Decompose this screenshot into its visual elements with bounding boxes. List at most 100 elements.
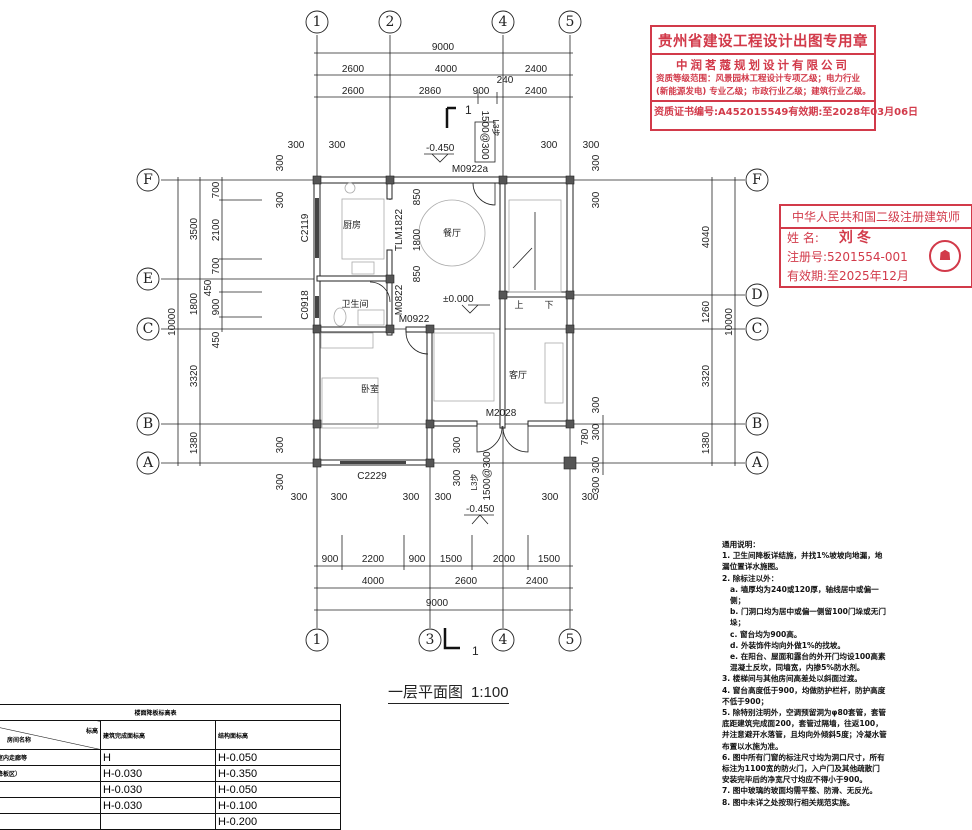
cell-room: 阳台 [0, 797, 101, 814]
dim-col: 300 [288, 140, 305, 151]
dim-col: 300 [452, 436, 463, 453]
stamp-header: 中华人民共和国二级注册建筑师 [781, 206, 971, 229]
dim-col: 300 [582, 492, 599, 503]
cell-room: 厅、房、室内走廊等 [0, 749, 101, 766]
table-head-finish: 建筑完成面标高 [100, 720, 216, 750]
axis-label: E [143, 271, 153, 287]
dim-bottom-inner: 900 [322, 554, 339, 565]
sofa-set [433, 332, 495, 402]
stamp-scope: (新能源发电) 专业乙级；市政行业乙级；建筑行业乙级。 [656, 87, 871, 97]
cell-struct: H-0.350 [215, 765, 341, 782]
axis-bubbles-right: F D C B A [745, 168, 769, 475]
window-c2119 [315, 198, 319, 258]
stamp-cert: 资质证书编号:A452015549有效期:至2028年03月06日 [652, 100, 918, 119]
right-dimensions: 4040 1260 3320 1380 10000 780 [580, 177, 736, 475]
axis-bubbles-left: F E C B A [136, 168, 160, 475]
dim-left-inner: 450 [203, 279, 214, 296]
entry-steps-top: 1500@300 L3步 [474, 110, 500, 163]
axis-label: B [752, 416, 762, 432]
washer [344, 182, 356, 194]
axis-label: 4 [499, 632, 508, 648]
dim-col: 300 [541, 140, 558, 151]
dim-top-total: 9000 [432, 42, 455, 53]
section-mark-top [445, 106, 456, 128]
dim-col: 300 [403, 492, 420, 503]
wardrobe [320, 332, 374, 349]
design-seal-stamp: 贵州省建设工程设计出图专用章 中润茗蔻规划设计有限公司 资质等级范围：风景园林工… [650, 25, 918, 131]
note-item: 8. 图中未详之处按现行相关规范实施。 [722, 797, 855, 807]
dim-bottom-mid: 4000 [362, 576, 385, 587]
basin [357, 309, 385, 326]
dim-bottom-inner: 900 [409, 554, 426, 565]
dim-top-inner: 900 [473, 86, 490, 97]
table-corner-top: 标高 [85, 729, 98, 735]
axis-bubbles-bottom: 1 3 4 5 [305, 628, 582, 652]
axis-label: C [143, 321, 154, 337]
steps-bottom-count: L3步 [470, 474, 479, 491]
dim-top-mid: 2400 [525, 64, 548, 75]
section-mark-bottom [443, 628, 460, 650]
table-corner-bottom: 房间名称 [7, 738, 32, 744]
label-m2028: M2028 [486, 408, 517, 419]
dim-col: 300 [275, 436, 286, 453]
label-tlm1822: TLM1822 [394, 208, 405, 251]
axis-label: A [142, 455, 154, 471]
axis-label: D [751, 287, 762, 303]
cell-finish: H-0.030 [100, 797, 216, 814]
dim-col: 300 [591, 476, 602, 493]
dim-left-inner: 900 [211, 298, 222, 315]
dim-col: 300 [591, 154, 602, 171]
registration-number: 注册号:5201554-001 [787, 250, 908, 264]
note-item: c. 窗台均为900高。 [730, 629, 802, 639]
dim-col: 300 [591, 456, 602, 473]
stair-up-label: 上 [514, 300, 523, 311]
toilet [333, 307, 347, 327]
stamp-scope: 资质等级范围：风景园林工程设计专项乙级；电力行业 [656, 74, 861, 84]
dim-col: 300 [275, 191, 286, 208]
entry-steps-bottom: 1500@300 L3步 [470, 451, 493, 501]
dim-right-total: 10000 [724, 308, 735, 336]
cell-room: 露台 [0, 813, 101, 830]
emblem-icon: ☗ [929, 240, 961, 272]
room-dining: 餐厅 [443, 227, 461, 239]
section-mark-top-label: 1 [465, 103, 472, 117]
dim-dining: 1800 [412, 228, 423, 251]
dim-right-mid: 3320 [701, 364, 712, 387]
dim-bottom-mid: 2600 [455, 576, 478, 587]
note-item: 6. 图中所有门窗的标注尺寸均为洞口尺寸，所有标注为1100宽的防火门，入户门及… [722, 752, 885, 785]
dim-top-mid: 4000 [435, 64, 458, 75]
cell-finish [100, 813, 216, 830]
section-mark-bottom-label: 1 [472, 644, 479, 658]
label-m0822: M0822 [394, 284, 405, 315]
dim-col: 300 [591, 423, 602, 440]
dim-dining: 850 [412, 265, 423, 282]
cell-finish: H [100, 749, 216, 766]
left-dimensions: 10000 3500 1800 3320 1380 700 2100 700 4… [167, 177, 262, 466]
dim-col: 300 [275, 154, 286, 171]
cell-struct: H-0.050 [215, 749, 341, 766]
dim-left-mid: 1380 [189, 431, 200, 454]
stamp-header: 贵州省建设工程设计出图专用章 [652, 27, 874, 55]
room-bathroom: 卫生间 [341, 298, 368, 310]
name-label: 姓 名: [787, 231, 819, 245]
label-m0922a: M0922a [452, 164, 489, 175]
level-exterior-bottom: -0.450 [466, 504, 495, 515]
dim-bottom-inner: 1500 [538, 554, 561, 565]
room-living: 客厅 [509, 369, 527, 381]
table-title: 楼面降板标高表 [0, 704, 341, 721]
axis-label: F [143, 172, 153, 188]
level-table: 楼面降板标高表 标高 房间名称 建筑完成面标高 结构面标高 厅、房、室内走廊等H… [0, 704, 341, 830]
dim-left-mid: 3320 [189, 364, 200, 387]
dim-top-inner: 2600 [342, 86, 365, 97]
cell-room: 厨房 [0, 781, 101, 798]
dim-left-inner: 700 [211, 181, 222, 198]
architect-stamp: 中华人民共和国二级注册建筑师 姓 名:刘冬 注册号:5201554-001 有效… [779, 204, 972, 288]
axis-label: 5 [566, 632, 575, 648]
dim-col: 300 [452, 469, 463, 486]
label-c0918: C0918 [300, 290, 311, 320]
axis-label: 2 [386, 14, 395, 30]
dim-left-mid: 1800 [189, 292, 200, 315]
note-item: 5. 除特别注明外，空调预留洞为φ80套管，套管底距建筑完成面200，套管过隔墙… [722, 708, 887, 751]
